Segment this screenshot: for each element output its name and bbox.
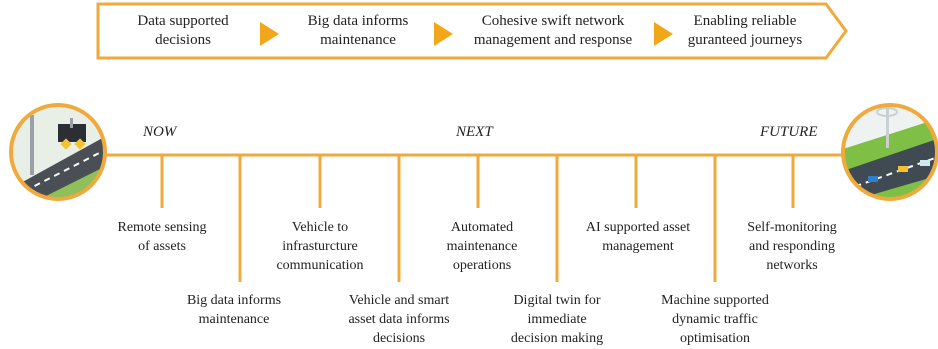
banner-arrow-icon bbox=[434, 22, 453, 46]
banner-stage: Big data informs maintenance bbox=[307, 13, 409, 48]
milestone-label: Vehicle and smart asset data informs dec… bbox=[348, 293, 450, 346]
milestone-label: Remote sensing of assets bbox=[117, 220, 207, 254]
phase-label-future: FUTURE bbox=[760, 124, 818, 140]
milestone-label: Automated maintenance operations bbox=[446, 220, 518, 273]
milestone-label: Digital twin for immediate decision maki… bbox=[510, 293, 604, 346]
banner-arrow-icon bbox=[654, 22, 673, 46]
banner-stage: Enabling reliable guranteed journeys bbox=[687, 13, 803, 48]
milestone-label: Big data informs maintenance bbox=[186, 293, 282, 327]
milestone-label: AI supported asset management bbox=[585, 220, 691, 254]
timeline-ticks-short bbox=[160, 155, 795, 208]
timeline-ticks-long bbox=[238, 155, 717, 282]
phase-label-now: NOW bbox=[143, 124, 177, 140]
road-signs-now-icon bbox=[9, 103, 107, 201]
milestone-label: Self-monitoring and responding networks bbox=[747, 220, 837, 273]
smart-road-future-icon bbox=[841, 103, 938, 201]
milestone-label: Vehicle to infrasturcture communication bbox=[276, 220, 364, 273]
banner-chevron bbox=[96, 2, 848, 60]
banner-stage: Cohesive swift network management and re… bbox=[473, 13, 633, 48]
milestone-label: Machine supported dynamic traffic optimi… bbox=[661, 293, 769, 346]
banner-arrow-icon bbox=[260, 22, 279, 46]
banner-stage: Data supported decisions bbox=[137, 13, 229, 48]
phase-label-next: NEXT bbox=[456, 124, 493, 140]
